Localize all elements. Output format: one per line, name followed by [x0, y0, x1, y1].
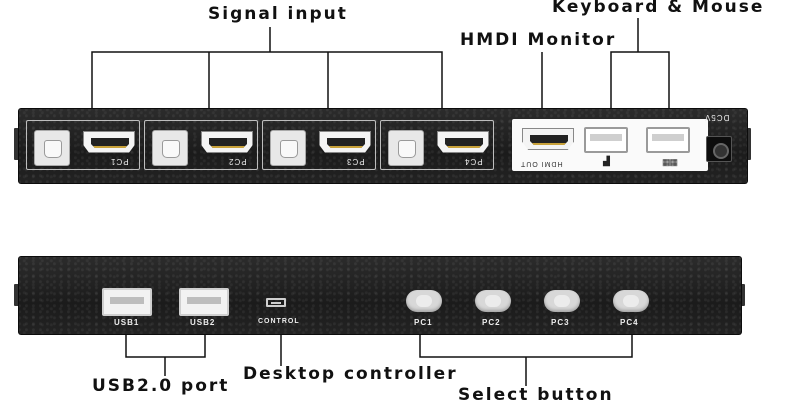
dc-label: DC5V	[704, 113, 730, 122]
pc1-input-bay: PC1	[26, 120, 140, 170]
rear-mounting-ear-right	[746, 128, 751, 160]
usb-port-bracket	[125, 335, 206, 358]
select-label-pc2: PC2	[482, 318, 501, 327]
control-mini-usb-port[interactable]	[266, 298, 286, 307]
rear-panel: PC1 PC2 PC3 PC4 HDMI OUT ▟ ▦▦ DC5V	[18, 108, 748, 184]
output-block: HDMI OUT ▟ ▦▦	[512, 119, 708, 171]
desktop-controller-callout: Desktop controller	[243, 364, 458, 384]
hdmi-output-port[interactable]	[522, 128, 574, 150]
usb2-label: USB2	[190, 318, 216, 327]
hdmi-monitor-callout: HMDI Monitor	[460, 30, 617, 50]
pc4-input-bay: PC4	[380, 120, 494, 170]
pc4-label: PC4	[464, 157, 483, 166]
pc3-input-bay: PC3	[262, 120, 376, 170]
keyboard-icon: ▦▦	[662, 157, 678, 167]
select-label-pc4: PC4	[620, 318, 639, 327]
pc1-label: PC1	[110, 157, 129, 166]
signal-input-bracket	[91, 51, 443, 120]
usb-b-port[interactable]	[34, 130, 70, 166]
select-label-pc1: PC1	[414, 318, 433, 327]
hdmi-input-port[interactable]	[201, 131, 253, 153]
pc2-input-bay: PC2	[144, 120, 258, 170]
signal-input-callout: Signal input	[208, 4, 348, 24]
select-label-pc3: PC3	[551, 318, 570, 327]
select-button-pc1[interactable]	[406, 290, 442, 312]
usb2-port[interactable]	[179, 288, 229, 316]
mouse-icon: ▟	[603, 156, 610, 166]
keyboard-mouse-callout: Keyboard & Mouse	[552, 0, 765, 17]
select-button-callout: Select button	[458, 385, 614, 405]
pc2-label: PC2	[228, 157, 247, 166]
keyboard-usb-port[interactable]	[646, 127, 690, 153]
usb-b-port[interactable]	[152, 130, 188, 166]
hdmi-input-port[interactable]	[83, 131, 135, 153]
select-button-pc2[interactable]	[475, 290, 511, 312]
usb1-label: USB1	[114, 318, 140, 327]
hdmi-out-label: HDMI OUT	[520, 160, 563, 167]
control-label: CONTROL	[258, 318, 300, 325]
rear-mounting-ear-left	[14, 128, 19, 160]
usb-b-port[interactable]	[388, 130, 424, 166]
mouse-usb-port[interactable]	[584, 127, 628, 153]
front-panel: USB1 USB2 CONTROL PC1 PC2 PC3 PC4	[18, 256, 742, 335]
select-button-pc3[interactable]	[544, 290, 580, 312]
front-mounting-ear-left	[14, 284, 19, 306]
usb-b-port[interactable]	[270, 130, 306, 166]
hdmi-input-port[interactable]	[319, 131, 371, 153]
pc3-label: PC3	[346, 157, 365, 166]
keyboard-mouse-bracket	[610, 51, 670, 120]
dc-power-jack[interactable]	[706, 136, 732, 162]
usb-port-callout: USB2.0 port	[92, 376, 230, 396]
hdmi-input-port[interactable]	[437, 131, 489, 153]
front-mounting-ear-right	[740, 284, 745, 306]
select-button-pc4[interactable]	[613, 290, 649, 312]
usb1-port[interactable]	[102, 288, 152, 316]
